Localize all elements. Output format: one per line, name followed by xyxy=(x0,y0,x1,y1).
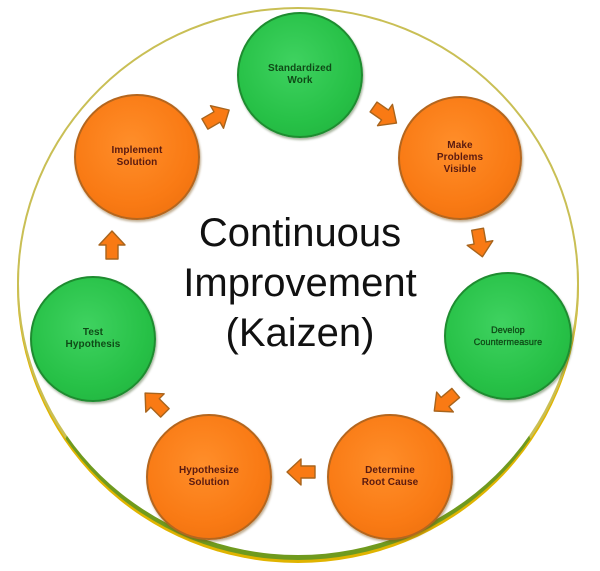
arrow-right-icon xyxy=(361,91,408,138)
arrow-left-icon xyxy=(284,455,318,489)
arrow-right-icon xyxy=(194,94,240,140)
node-label: Determine Root Cause xyxy=(361,465,419,488)
node-determine-root-cause: Determine Root Cause xyxy=(327,414,453,540)
node-implement-solution: Implement Solution xyxy=(74,94,200,220)
node-label: Implement Solution xyxy=(111,145,163,168)
node-develop-countermeasure: Develop Countermeasure xyxy=(444,272,572,400)
arrow-down-left-icon xyxy=(421,378,469,426)
arrow-up-left-icon xyxy=(131,379,179,427)
node-label: Develop Countermeasure xyxy=(473,325,543,347)
node-standardized-work: Standardized Work xyxy=(237,12,363,138)
node-label: Hypothesize Solution xyxy=(178,465,239,488)
arrow-up-icon xyxy=(95,228,129,262)
node-label: Make Problems Visible xyxy=(436,140,484,175)
node-hypothesize-solution: Hypothesize Solution xyxy=(146,414,272,540)
arrow-down-icon xyxy=(460,223,499,262)
node-label: Standardized Work xyxy=(268,63,332,86)
node-test-hypothesis: Test Hypothesis xyxy=(30,276,156,402)
node-make-problems-visible: Make Problems Visible xyxy=(398,96,522,220)
center-title: Continuous Improvement (Kaizen) xyxy=(183,211,417,355)
node-label: Test Hypothesis xyxy=(65,327,121,350)
